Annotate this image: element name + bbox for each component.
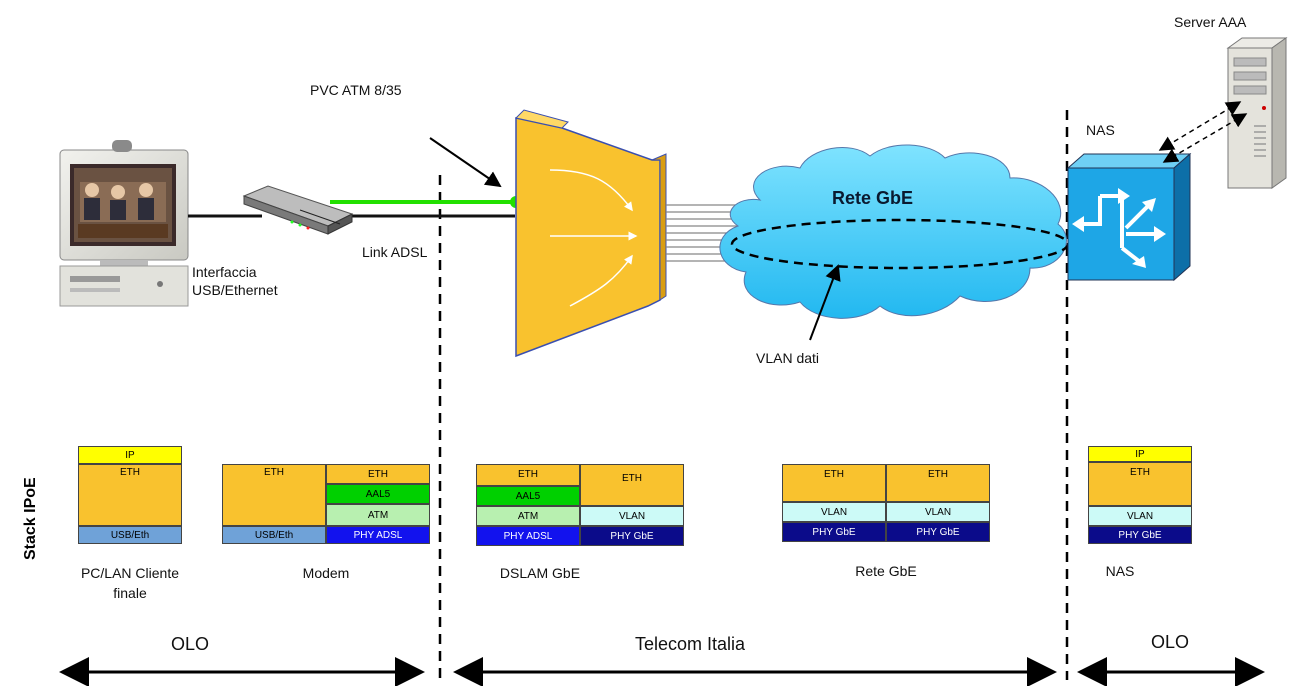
nas-stack-caption: NAS bbox=[1105, 563, 1135, 579]
link-adsl-label: Link ADSL bbox=[362, 244, 428, 260]
domain-olo-left: OLO bbox=[170, 634, 209, 654]
pvc-pointer-arrow bbox=[429, 137, 502, 188]
rete-layer-vlan-1: VLAN bbox=[782, 502, 886, 522]
domain-telecom: Telecom Italia bbox=[634, 634, 746, 654]
dslam-stack-caption: DSLAM GbE bbox=[499, 565, 581, 581]
rete-layer-phy-1: PHY GbE bbox=[782, 522, 886, 542]
rete-gbe-cloud-label: Rete GbE bbox=[832, 188, 914, 208]
dslam-layer-eth-left: ETH bbox=[476, 464, 580, 486]
nas-layer-ip: IP bbox=[1088, 446, 1192, 462]
nas-layer-vlan: VLAN bbox=[1088, 506, 1192, 526]
nas-layer-eth: ETH bbox=[1088, 462, 1192, 506]
pc-layer-eth: ETH bbox=[78, 464, 182, 526]
modem-layer-eth-right: ETH bbox=[326, 464, 430, 484]
dslam-layer-aal5: AAL5 bbox=[476, 486, 580, 506]
modem-stack-caption: Modem bbox=[302, 565, 350, 581]
modem-icon bbox=[242, 185, 354, 235]
pvc-label: PVC ATM 8/35 bbox=[310, 82, 402, 98]
rete-layer-eth-1: ETH bbox=[782, 464, 886, 502]
rete-layer-eth-2: ETH bbox=[886, 464, 990, 502]
server-aaa-label: Server AAA bbox=[1174, 14, 1247, 30]
pc-icon bbox=[59, 140, 189, 307]
dslam-icon bbox=[514, 109, 667, 358]
server-aaa-icon bbox=[1226, 37, 1288, 189]
pc-stack-caption-1: PC/LAN Cliente bbox=[80, 565, 180, 581]
modem-layer-atm: ATM bbox=[326, 504, 430, 526]
modem-layer-eth-left: ETH bbox=[222, 464, 326, 526]
interfaccia-label-line2: USB/Ethernet bbox=[192, 282, 278, 298]
nas-layer-phy: PHY GbE bbox=[1088, 526, 1192, 544]
dslam-layer-phy-right: PHY GbE bbox=[580, 526, 684, 546]
aaa-link-2 bbox=[1162, 113, 1248, 163]
modem-layer-phy: PHY ADSL bbox=[326, 526, 430, 544]
domain-olo-right: OLO bbox=[1150, 632, 1189, 652]
pc-layer-ip: IP bbox=[78, 446, 182, 464]
nas-top-label: NAS bbox=[1086, 122, 1115, 138]
dslam-layer-atm: ATM bbox=[476, 506, 580, 526]
dslam-layer-phy-left: PHY ADSL bbox=[476, 526, 580, 546]
rete-layer-phy-2: PHY GbE bbox=[886, 522, 990, 542]
rete-gbe-cloud bbox=[719, 144, 1067, 319]
stack-ipoe-title: Stack IPoE bbox=[22, 477, 39, 560]
modem-layer-usb: USB/Eth bbox=[222, 526, 326, 544]
dslam-layer-eth-right: ETH bbox=[580, 464, 684, 506]
vlan-dati-label: VLAN dati bbox=[756, 350, 820, 366]
nas-router-icon bbox=[1066, 152, 1192, 282]
rete-layer-vlan-2: VLAN bbox=[886, 502, 990, 522]
pc-stack-caption-2: finale bbox=[113, 585, 147, 601]
vlan-pointer-arrow bbox=[809, 264, 841, 341]
modem-layer-aal5: AAL5 bbox=[326, 484, 430, 504]
rete-stack-caption: Rete GbE bbox=[855, 563, 917, 579]
dslam-layer-vlan: VLAN bbox=[580, 506, 684, 526]
interfaccia-label-line1: Interfaccia bbox=[192, 264, 257, 280]
pc-layer-usb: USB/Eth bbox=[78, 526, 182, 544]
